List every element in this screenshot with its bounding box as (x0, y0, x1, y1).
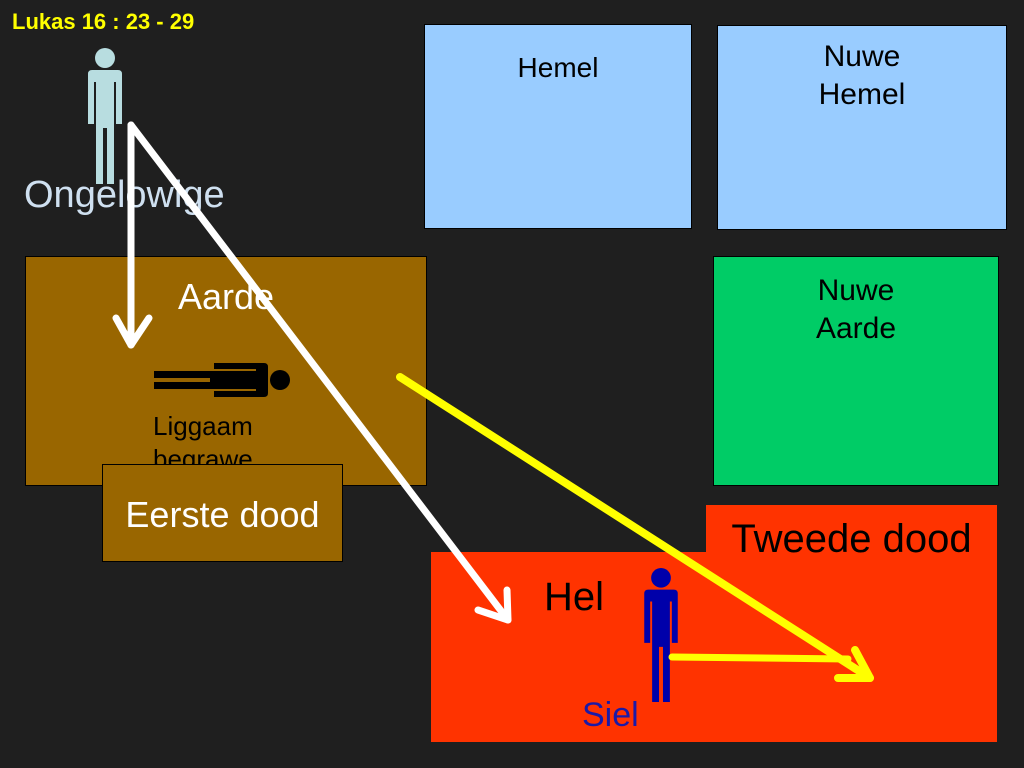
soul-figure-icon (644, 567, 678, 703)
scripture-reference: Lukas 16 : 23 - 29 (12, 9, 195, 34)
unbeliever-figure-icon (88, 48, 122, 184)
buried-body-figure-icon (154, 363, 290, 397)
second-death-box (706, 505, 997, 565)
arrow-unbeliever-to-hell (127, 121, 512, 624)
new-heaven-label: Nuwe Hemel (818, 40, 906, 111)
body-buried-label: Liggaam begrawe (153, 411, 253, 466)
hell-box (431, 552, 997, 742)
soul-label: Siel (582, 696, 639, 734)
new-heaven-box (717, 25, 1007, 230)
second-death-label: Tweede dood (731, 517, 972, 561)
heaven-label: Hemel (517, 52, 599, 83)
first-death-box (102, 464, 343, 562)
arrow-earth-to-second-death (396, 373, 874, 682)
heaven-box (424, 24, 692, 229)
arrow-unbeliever-to-earth (112, 121, 153, 349)
first-death-label: Eerste dood (125, 494, 320, 535)
new-earth-box (713, 256, 999, 486)
hell-label: Hel (544, 575, 605, 619)
new-earth-label: Nuwe Aarde (815, 274, 897, 345)
arrow-soul-to-second-death (668, 653, 852, 663)
